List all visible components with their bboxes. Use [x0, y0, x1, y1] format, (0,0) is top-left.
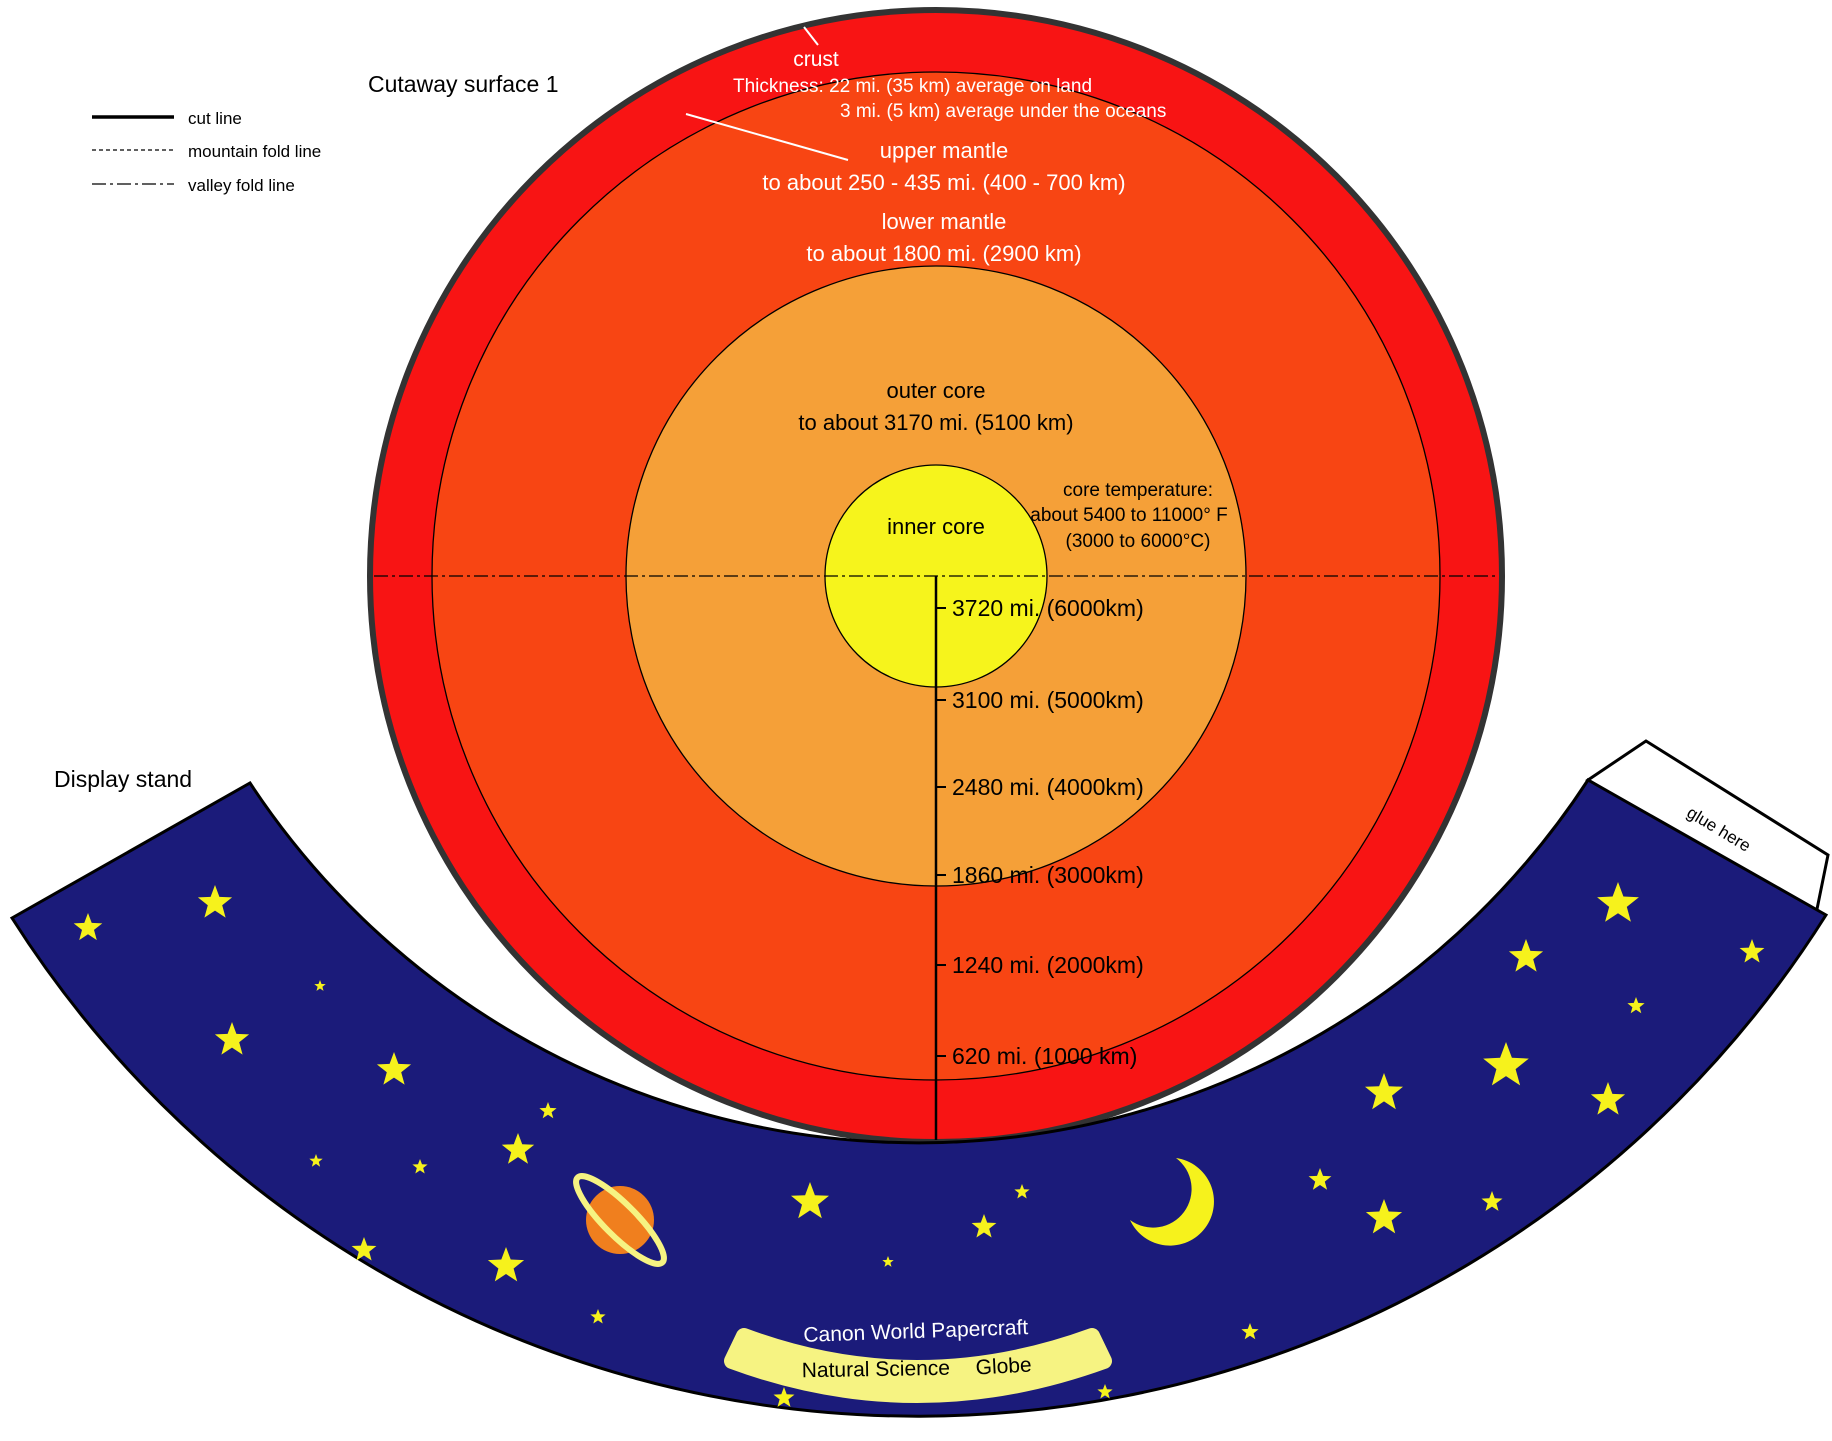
upper-mantle-label: upper mantle — [880, 138, 1008, 163]
star-icon — [197, 885, 233, 918]
subtitle-label: Natural Science — [802, 1357, 951, 1383]
star-icon — [1365, 1199, 1403, 1234]
star-icon — [1308, 1168, 1332, 1190]
star-icon — [971, 1214, 997, 1238]
depth-scale-labels: 3720 mi. (6000km) 3100 mi. (5000km) 2480… — [952, 595, 1144, 1069]
stand-band — [9, 778, 1829, 1418]
core-temp-fahrenheit: about 5400 to 11000° F — [1030, 505, 1227, 526]
star-icon — [539, 1102, 557, 1119]
earth-cutaway: 3720 mi. (6000km) 3100 mi. (5000km) 2480… — [367, 7, 1505, 1145]
scale-label: 3720 mi. (6000km) — [952, 595, 1144, 621]
star-icon — [412, 1159, 428, 1174]
upper-mantle-pointer — [685, 113, 849, 161]
star-icon — [73, 913, 103, 941]
star-icon — [1627, 997, 1645, 1014]
outer-core-depth: to about 3170 mi. (5100 km) — [798, 410, 1073, 435]
scale-label: 1240 mi. (2000km) — [952, 952, 1144, 978]
star-icon — [214, 1022, 250, 1055]
ringed-planet-icon — [573, 1173, 667, 1267]
scale-label: 2480 mi. (4000km) — [952, 774, 1144, 800]
legend: cut line mountain fold line valley fold … — [92, 109, 321, 195]
star-icon — [351, 1237, 377, 1261]
crescent-moon-icon — [1130, 1158, 1214, 1246]
star-icon — [882, 1256, 894, 1267]
star-icon — [487, 1247, 525, 1282]
star-icon — [501, 1133, 535, 1164]
star-icon — [1481, 1191, 1503, 1211]
star-icon — [314, 980, 326, 991]
star-icon — [309, 1154, 323, 1167]
star-icon — [1597, 882, 1639, 922]
display-stand: glue here Canon World Papercraft Natural… — [9, 739, 1830, 1418]
star-icon — [1508, 939, 1544, 972]
core-temp-heading: core temperature: — [1063, 480, 1213, 501]
star-icon — [1365, 1073, 1403, 1110]
crust-thickness-ocean: 3 mi. (5 km) average under the oceans — [840, 101, 1166, 122]
cutaway-title: Cutaway surface 1 — [368, 71, 558, 97]
lower-mantle-depth: to about 1800 mi. (2900 km) — [806, 241, 1081, 266]
title-plaque — [724, 1328, 1112, 1403]
scale-label: 3100 mi. (5000km) — [952, 687, 1144, 713]
star-icon — [1739, 939, 1765, 963]
inner-core-label: inner core — [887, 514, 985, 539]
core-temp-celsius: (3000 to 6000°C) — [1066, 531, 1211, 552]
product-label: Globe — [975, 1354, 1032, 1380]
outer-core-label: outer core — [886, 378, 985, 403]
star-icon — [590, 1309, 606, 1324]
star-icon — [1483, 1042, 1529, 1086]
crust-pointer — [803, 26, 819, 46]
crust-label: crust — [793, 48, 839, 71]
legend-cut-line: cut line — [188, 109, 242, 128]
star-icon — [773, 1387, 795, 1407]
depth-scale — [936, 607, 946, 1057]
scale-label: 620 mi. (1000 km) — [952, 1043, 1137, 1069]
star-icon — [376, 1052, 412, 1085]
star-icon — [791, 1182, 829, 1219]
star-icon — [1097, 1384, 1113, 1399]
legend-valley-fold: valley fold line — [188, 176, 295, 195]
stand-title: Display stand — [54, 766, 192, 792]
legend-mountain-fold: mountain fold line — [188, 142, 321, 161]
star-field — [73, 882, 1765, 1407]
scale-label: 1860 mi. (3000km) — [952, 862, 1144, 888]
crust-thickness-land: Thickness: 22 mi. (35 km) average on lan… — [733, 76, 1092, 97]
star-icon — [1590, 1082, 1626, 1115]
star-icon — [1014, 1184, 1030, 1199]
star-icon — [1241, 1323, 1259, 1340]
lower-mantle-label: lower mantle — [882, 209, 1007, 234]
upper-mantle-depth: to about 250 - 435 mi. (400 - 700 km) — [762, 170, 1125, 195]
